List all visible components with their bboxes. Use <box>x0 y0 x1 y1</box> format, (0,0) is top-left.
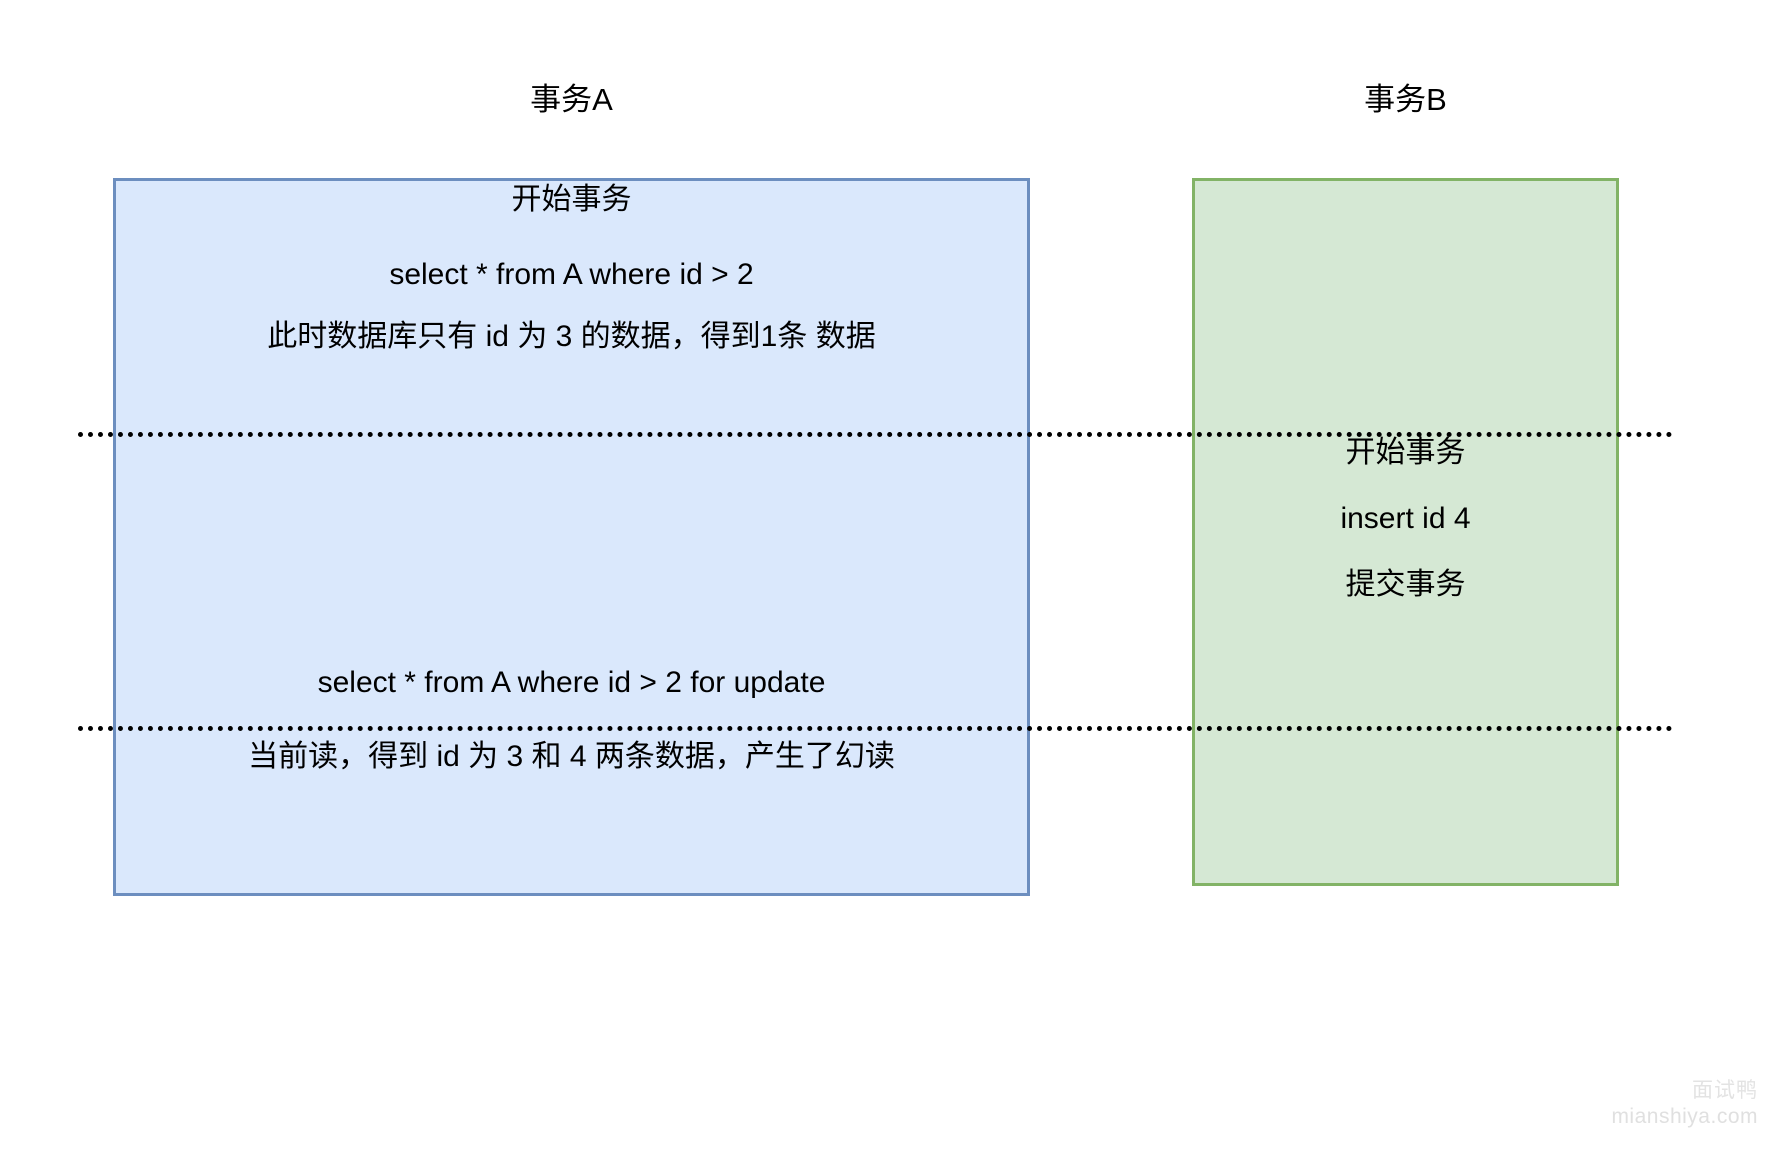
transaction-a-phase-1-line-2: select * from A where id > 2 <box>389 258 754 291</box>
transaction-a-box <box>113 178 1030 896</box>
timeline-divider-2 <box>78 726 1673 731</box>
transaction-a-phase-3-line-1: select * from A where id > 2 for update <box>317 666 826 699</box>
transaction-b-phase-2-line-2: insert id 4 <box>1340 502 1471 535</box>
timeline-divider-1 <box>78 432 1673 437</box>
transaction-b-phase-2-line-3: 提交事务 <box>1345 568 1466 601</box>
transaction-b-phase-2-text: 开始事务 insert id 4 提交事务 <box>1192 438 1619 600</box>
transaction-b-box <box>1192 178 1619 886</box>
watermark-brand: 面试鸭 <box>1692 1078 1758 1102</box>
watermark: 面试鸭 mianshiya.com <box>1611 1078 1758 1131</box>
transaction-b-title: 事务B <box>1364 82 1447 117</box>
transaction-a-phase-3-text: select * from A where id > 2 for update … <box>113 668 1030 772</box>
transaction-a-phase-1-line-1: 开始事务 <box>511 183 632 216</box>
transaction-b-phase-2-line-1: 开始事务 <box>1345 436 1466 469</box>
transaction-a-phase-3-line-2: 当前读，得到 id 为 3 和 4 两条数据，产生了幻读 <box>248 740 895 773</box>
transaction-a-phase-1-text: 开始事务 select * from A where id > 2 此时数据库只… <box>113 185 1030 352</box>
watermark-url: mianshiya.com <box>1611 1104 1758 1128</box>
transaction-a-title: 事务A <box>530 82 613 117</box>
transaction-a-phase-1-line-3: 此时数据库只有 id 为 3 的数据，得到1条 数据 <box>267 320 876 353</box>
